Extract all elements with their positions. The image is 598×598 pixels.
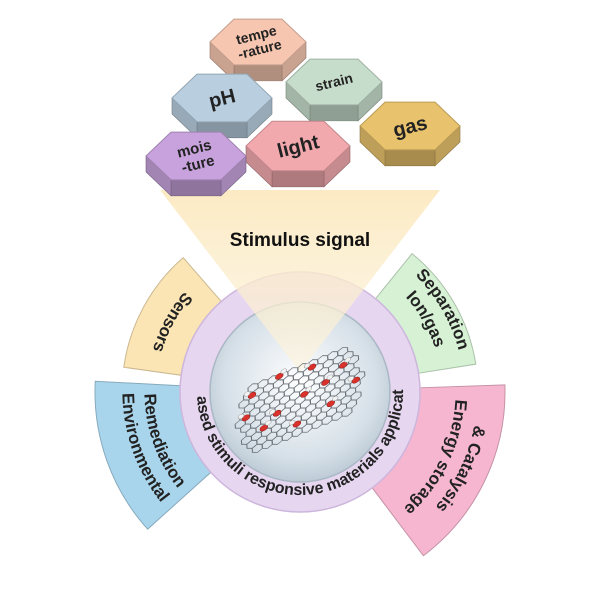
applications-ring: SensorsEnvironmentalRemediationIon/gasSe… (94, 252, 506, 557)
application-sensors: Sensors (123, 256, 222, 376)
hexagon-side (384, 149, 436, 167)
hexagon-top (359, 101, 461, 151)
oxygen-atom (339, 361, 348, 369)
hexagon-top (285, 58, 383, 106)
oxygen-atom (275, 372, 284, 380)
oxygen-atom (326, 400, 335, 407)
hexagon-top (245, 120, 351, 172)
stimulus-signal-label: Stimulus signal (230, 230, 370, 251)
hydrogen-atom (268, 409, 276, 415)
hydrogen-atom (331, 395, 339, 402)
hexagon-strain: strain (285, 58, 383, 122)
hexagon-top (145, 131, 247, 181)
hydrogen-atom (243, 391, 251, 397)
hydrogen-atom (288, 419, 296, 426)
hydrogen-atom (305, 386, 313, 392)
hydrogen-atom (264, 420, 272, 426)
hexagon-side (271, 170, 325, 188)
oxygen-atom (259, 424, 268, 432)
carbon-ring (341, 407, 353, 417)
hexagon-moisture: mois-ture (145, 131, 247, 197)
hydrogen-atom (280, 368, 287, 374)
hydrogen-atom (344, 357, 351, 363)
hydrogen-atom (326, 374, 334, 380)
oxygen-atom (321, 378, 330, 386)
hexagon-side (309, 104, 359, 122)
hexagon-gas: gas (359, 101, 461, 167)
hexagon-ph: pH (171, 73, 273, 139)
oxygen-atom (300, 390, 309, 398)
graphene-oxide-sheet-icon (234, 347, 366, 453)
stimulus-beam (160, 190, 440, 372)
hydrogen-atom (237, 413, 245, 420)
hexagon-top (209, 18, 307, 66)
hydrogen-atom (347, 376, 355, 382)
hexagon-side (170, 179, 222, 197)
hexagon-temperature: tempe-rature (209, 18, 307, 82)
hydrogen-atom (303, 363, 311, 369)
hexagon-top (171, 73, 273, 123)
hexagon-light: light (245, 120, 351, 188)
